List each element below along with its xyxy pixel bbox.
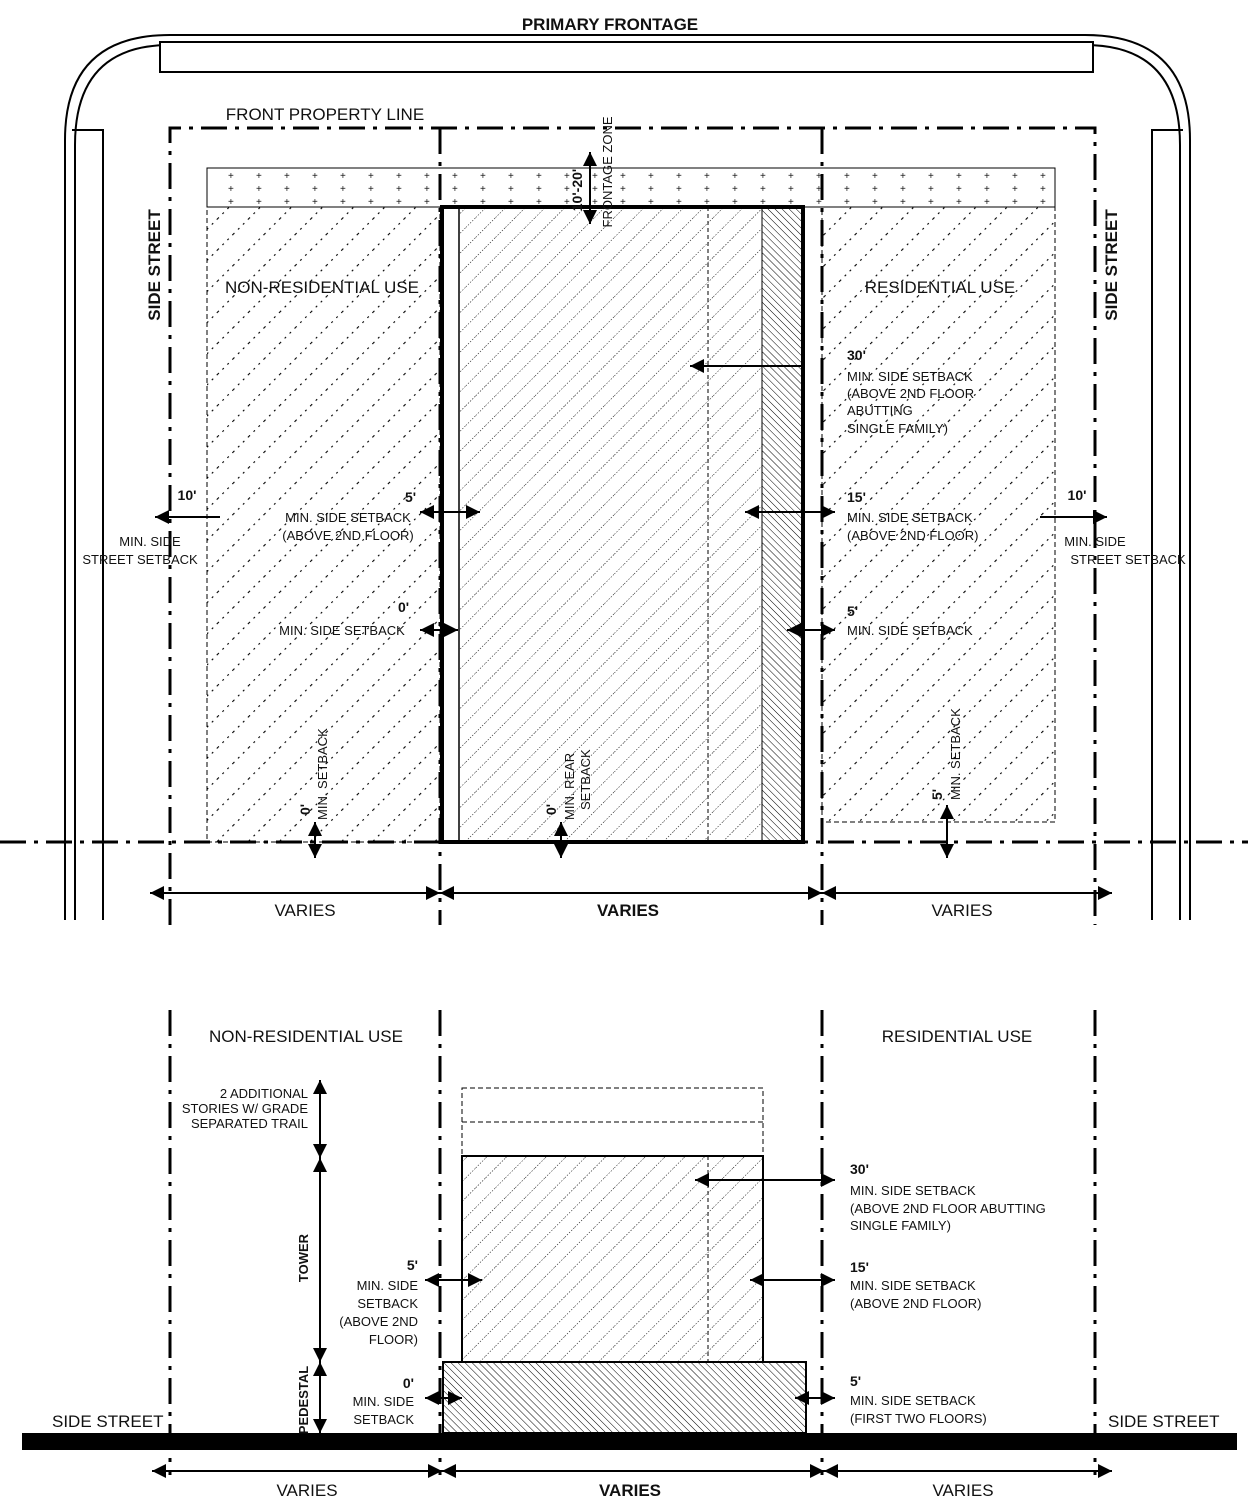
plan-view: PRIMARY FRONTAGE FRONT PROPERTY LINE SID… — [0, 15, 1248, 925]
dim-label: SETBACK — [357, 1296, 418, 1311]
non-residential-lot — [206, 206, 441, 843]
varies-left: VARIES — [276, 1481, 337, 1500]
dim-label: MIN. REAR — [562, 753, 577, 820]
dim-value: 15' — [850, 1259, 869, 1275]
section-view: NON-RESIDENTIAL USE RESIDENTIAL USE SIDE… — [22, 1010, 1237, 1500]
dim-label: SEPARATED TRAIL — [191, 1116, 308, 1131]
dim-label: MIN. SIDE SETBACK — [850, 1393, 976, 1408]
dim-value: 5' — [407, 1257, 418, 1273]
side-street-right-label: SIDE STREET — [1108, 1412, 1219, 1431]
dim-label: (ABOVE 2ND — [339, 1314, 418, 1329]
dim-label: (ABOVE 2ND FLOOR) — [847, 528, 978, 543]
dim-label: SETBACK — [353, 1412, 414, 1427]
varies-right: VARIES — [931, 901, 992, 920]
dim-label: 2 ADDITIONAL — [220, 1086, 308, 1101]
dim-label: MIN. SIDE SETBACK — [850, 1183, 976, 1198]
dim-label: MIN. SIDE SETBACK — [847, 369, 973, 384]
dim-label: MIN. SETBACK — [315, 728, 330, 820]
residential-label: RESIDENTIAL USE — [865, 278, 1016, 297]
dim-label: MIN. SIDE SETBACK — [279, 623, 405, 638]
dim-value: 0' — [403, 1375, 414, 1391]
dim-label: STREET SETBACK — [1070, 552, 1186, 567]
tower-footprint — [459, 207, 762, 842]
dim-value: 0' — [297, 804, 313, 815]
dim-label: MIN. SIDE SETBACK — [847, 623, 973, 638]
dim-label: ABUTTING — [847, 403, 913, 418]
dim-value: 5' — [405, 489, 416, 505]
side-street-right-label: SIDE STREET — [1102, 209, 1121, 321]
dim-value: 0' — [398, 599, 409, 615]
dim-label: SETBACK — [578, 749, 593, 810]
dim-value: 0' — [543, 804, 559, 815]
side-street-left-label: SIDE STREET — [145, 209, 164, 321]
non-residential-label: NON-RESIDENTIAL USE — [225, 278, 419, 297]
ground-line — [22, 1433, 1237, 1450]
dim-label: (ABOVE 2ND FLOOR ABUTTING — [850, 1201, 1046, 1216]
additional-stories — [461, 1087, 764, 1157]
dim-label: MIN. SIDE — [357, 1278, 419, 1293]
side-street-left-label: SIDE STREET — [52, 1412, 163, 1431]
dim-label: STORIES W/ GRADE — [182, 1101, 308, 1116]
residential-lot — [821, 206, 1056, 823]
dim-label: FLOOR) — [369, 1332, 418, 1347]
dim-label: (ABOVE 2ND FLOOR — [847, 386, 974, 401]
dim-label: MIN. SIDE SETBACK — [850, 1278, 976, 1293]
varies-center: VARIES — [599, 1481, 661, 1500]
varies-left: VARIES — [274, 901, 335, 920]
residential-label: RESIDENTIAL USE — [882, 1027, 1033, 1046]
tower-label: TOWER — [296, 1233, 311, 1282]
dim-label: MIN. SIDE SETBACK — [285, 510, 411, 525]
dim-label: MIN. SETBACK — [948, 708, 963, 800]
dim-value: 5' — [929, 789, 945, 800]
dim-label: MIN. SIDE — [119, 534, 181, 549]
dim-label: STREET SETBACK — [82, 552, 198, 567]
dim-label: SINGLE FAMILY) — [850, 1218, 951, 1233]
dim-label: (FIRST TWO FLOORS) — [850, 1411, 987, 1426]
dim-label: MIN. SIDE — [1064, 534, 1126, 549]
primary-frontage-street — [159, 41, 1094, 73]
front-property-line-label: FRONT PROPERTY LINE — [226, 105, 424, 124]
dim-value: 10' — [178, 487, 197, 503]
non-residential-label: NON-RESIDENTIAL USE — [209, 1027, 403, 1046]
varies-center: VARIES — [597, 901, 659, 920]
dim-value: 15' — [847, 489, 866, 505]
dim-value: 5' — [850, 1373, 861, 1389]
dim-value: 5' — [847, 603, 858, 619]
dim-label: MIN. SIDE SETBACK — [847, 510, 973, 525]
dim-label: (ABOVE 2ND FLOOR) — [850, 1296, 981, 1311]
dim-label: MIN. SIDE — [353, 1394, 415, 1409]
tower — [461, 1155, 764, 1363]
frontage-dimension: 10'-20' — [569, 169, 585, 211]
dim-value: 10' — [1068, 487, 1087, 503]
pedestal — [442, 1361, 807, 1434]
dim-label: SINGLE FAMILY) — [847, 421, 948, 436]
varies-right: VARIES — [932, 1481, 993, 1500]
dim-value: 30' — [850, 1161, 869, 1177]
pedestal-label: PEDESTAL — [296, 1366, 311, 1434]
dim-value: 30' — [847, 347, 866, 363]
frontage-zone-label: FRONTAGE ZONE — [600, 116, 615, 227]
dim-label: (ABOVE 2ND FLOOR) — [282, 528, 413, 543]
primary-frontage-label: PRIMARY FRONTAGE — [522, 15, 698, 34]
frontage-zone — [206, 167, 1056, 208]
